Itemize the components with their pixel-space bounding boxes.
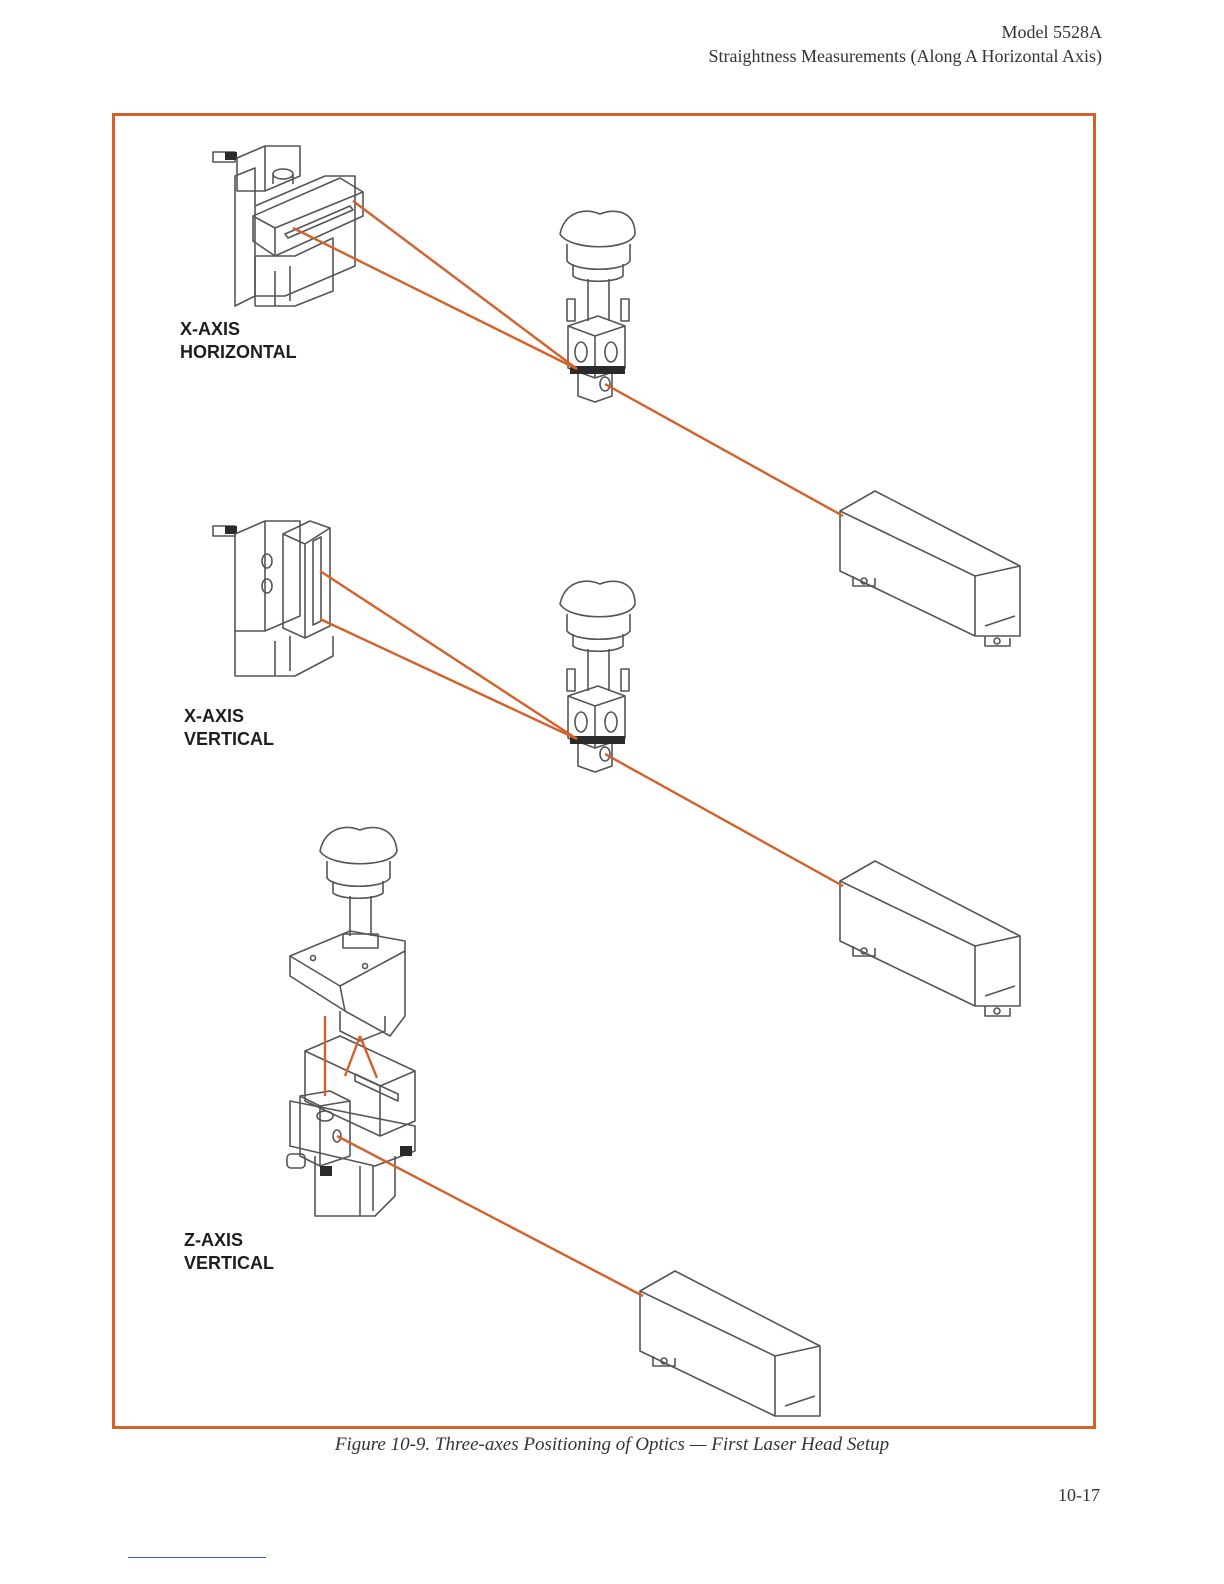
header-section-title: Straightness Measurements (Along A Horiz…: [709, 46, 1102, 67]
label-z-axis-vertical: Z-AXIS VERTICAL: [184, 1229, 274, 1275]
page-number: 10-17: [1058, 1485, 1100, 1506]
label-x-axis-vertical-line1: X-AXIS: [184, 705, 274, 728]
interferometer-z-axis: [290, 828, 405, 1041]
label-z-axis-vertical-line1: Z-AXIS: [184, 1229, 274, 1252]
laser-head-1: [840, 491, 1020, 646]
label-x-axis-horizontal-line2: HORIZONTAL: [180, 341, 297, 364]
label-z-axis-vertical-line2: VERTICAL: [184, 1252, 274, 1275]
label-x-axis-vertical: X-AXIS VERTICAL: [184, 705, 274, 751]
straightness-reflector-vertical: [213, 521, 333, 676]
label-x-axis-vertical-line2: VERTICAL: [184, 728, 274, 751]
figure-caption: Figure 10-9. Three-axes Positioning of O…: [0, 1434, 1224, 1456]
laser-head-3: [640, 1271, 820, 1416]
straightness-reflector-horizontal: [213, 146, 363, 306]
interferometer-horizontal: [560, 211, 635, 402]
beam-paths-3: [325, 1016, 643, 1296]
footer-rule: [128, 1557, 266, 1558]
label-x-axis-horizontal-line1: X-AXIS: [180, 318, 297, 341]
label-x-axis-horizontal: X-AXIS HORIZONTAL: [180, 318, 297, 364]
beam-paths-2: [320, 571, 843, 886]
header-model: Model 5528A: [1002, 22, 1103, 43]
interferometer-vertical: [560, 581, 635, 772]
figure-frame: X-AXIS HORIZONTAL X-AXIS VERTICAL Z-AXIS…: [112, 113, 1096, 1429]
laser-head-2: [840, 861, 1020, 1016]
